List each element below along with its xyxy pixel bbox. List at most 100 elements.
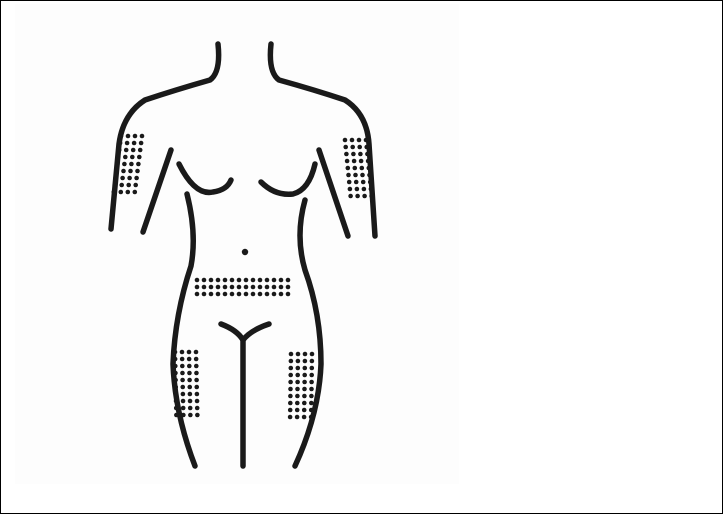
injection-dot <box>344 152 349 157</box>
injection-dot <box>129 162 134 167</box>
injection-dot <box>289 352 294 357</box>
injection-dot <box>114 169 119 174</box>
injection-dot <box>258 292 263 297</box>
injection-dot <box>188 413 193 418</box>
injection-dot <box>279 285 284 290</box>
injection-dot <box>295 373 300 378</box>
injection-dot <box>122 162 127 167</box>
injection-dot <box>173 385 178 390</box>
injection-dot <box>237 285 242 290</box>
injection-dot <box>237 278 242 283</box>
injection-dot <box>369 187 374 192</box>
injection-dot <box>353 173 358 178</box>
injection-dot <box>230 285 235 290</box>
injection-dot <box>124 148 129 153</box>
injection-dot <box>237 292 242 297</box>
injection-dot <box>116 155 121 160</box>
injection-dot <box>244 285 249 290</box>
injection-dot <box>127 176 132 181</box>
injection-dot <box>181 406 186 411</box>
injection-dot <box>126 190 131 195</box>
injection-dot <box>194 371 199 376</box>
injection-dot <box>296 352 301 357</box>
injection-dot <box>310 352 315 357</box>
injection-dot <box>309 387 314 392</box>
injection-dot <box>115 162 120 167</box>
injection-dot <box>295 415 300 420</box>
injection-dot <box>343 138 348 143</box>
injection-dot <box>216 278 221 283</box>
injection-dot <box>195 285 200 290</box>
injection-dot <box>362 194 367 199</box>
injection-dot <box>180 385 185 390</box>
injection-dot <box>187 371 192 376</box>
injection-dot <box>112 183 117 188</box>
injection-dot <box>209 292 214 297</box>
injection-dot <box>126 183 131 188</box>
injection-dot <box>209 278 214 283</box>
injection-dot <box>195 278 200 283</box>
injection-dot <box>288 380 293 385</box>
injection-dot <box>121 169 126 174</box>
injection-dot <box>230 292 235 297</box>
injection-dot <box>350 138 355 143</box>
injection-site-abdomen <box>195 278 291 297</box>
injection-dot <box>368 180 373 185</box>
injection-dot <box>355 194 360 199</box>
injection-dot <box>265 278 270 283</box>
injection-dot <box>295 401 300 406</box>
injection-dot <box>119 134 124 139</box>
injection-dot <box>223 285 228 290</box>
injection-dot <box>309 373 314 378</box>
injection-dot <box>180 378 185 383</box>
right-torso-leg-outline <box>295 200 321 466</box>
injection-dot <box>288 373 293 378</box>
injection-dot <box>258 285 263 290</box>
injection-dot <box>309 394 314 399</box>
injection-dot <box>369 194 374 199</box>
injection-dot <box>120 176 125 181</box>
injection-dot <box>125 141 130 146</box>
injection-dot <box>173 357 178 362</box>
injection-dot <box>117 148 122 153</box>
injection-dot <box>251 278 256 283</box>
injection-dot <box>174 413 179 418</box>
injection-dot <box>302 373 307 378</box>
injection-dot <box>296 366 301 371</box>
injection-dot <box>119 190 124 195</box>
injection-dot <box>195 392 200 397</box>
injection-dot <box>303 366 308 371</box>
injection-dot <box>180 350 185 355</box>
injection-dot <box>112 190 117 195</box>
injection-dot <box>343 145 348 150</box>
injection-dot <box>187 350 192 355</box>
injection-dot <box>288 394 293 399</box>
injection-dot <box>195 399 200 404</box>
injection-dot <box>350 145 355 150</box>
injection-dot <box>353 166 358 171</box>
injection-dot <box>131 148 136 153</box>
injection-dot <box>251 285 256 290</box>
injection-dot <box>357 145 362 150</box>
injection-dot <box>180 364 185 369</box>
injection-dot <box>302 401 307 406</box>
injection-dot <box>173 378 178 383</box>
injection-dot <box>126 134 131 139</box>
body-outline <box>111 44 375 466</box>
injection-dot <box>118 141 123 146</box>
injection-dot <box>289 366 294 371</box>
injection-dot <box>113 176 118 181</box>
injection-dot <box>309 380 314 385</box>
injection-dot <box>130 155 135 160</box>
injection-dot <box>135 169 140 174</box>
injection-dot <box>366 159 371 164</box>
injection-dot <box>202 278 207 283</box>
injection-dot <box>139 141 144 146</box>
injection-dot <box>188 392 193 397</box>
left-breast-outline <box>179 164 231 192</box>
injection-dot <box>181 413 186 418</box>
injection-dot <box>187 385 192 390</box>
injection-dot <box>265 292 270 297</box>
injection-dot <box>302 394 307 399</box>
injection-dot <box>352 159 357 164</box>
